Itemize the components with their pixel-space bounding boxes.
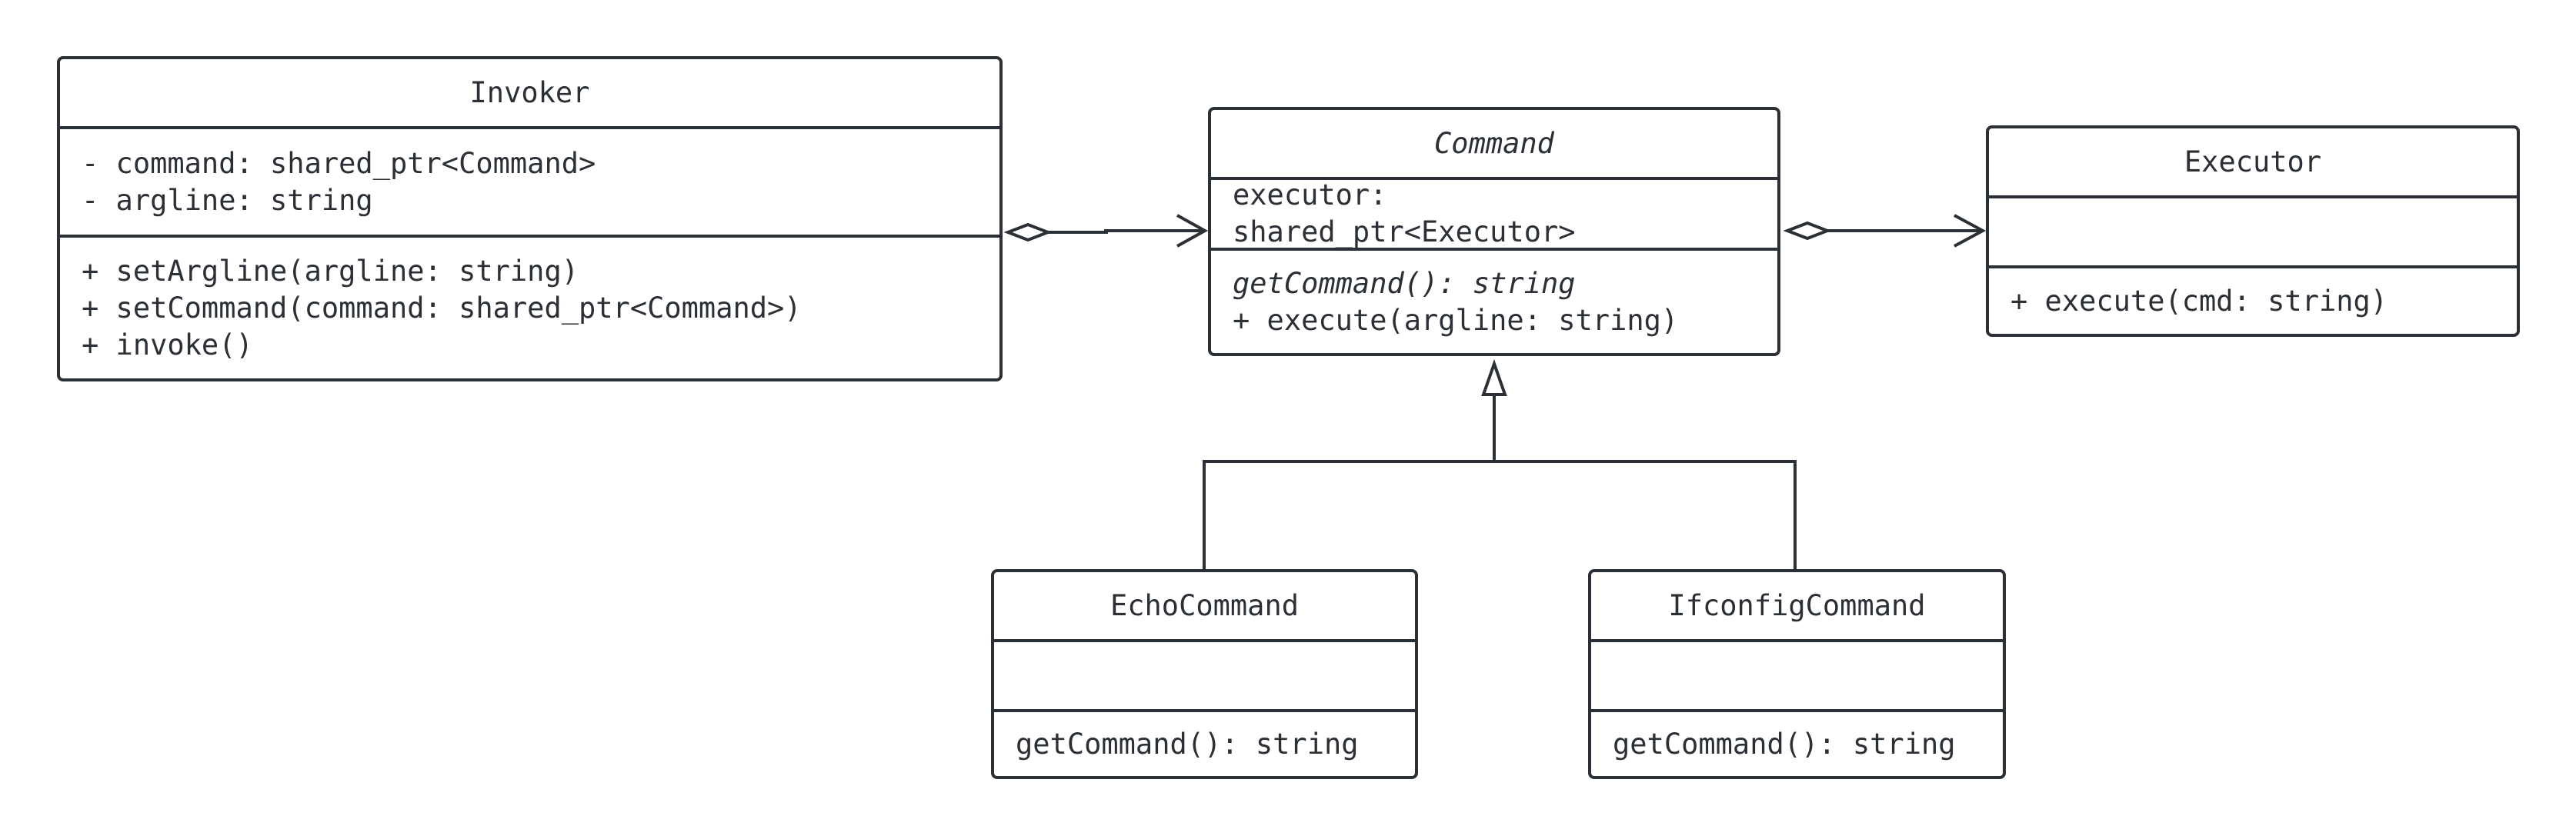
command-method-execute: + execute(argline: string) [1233, 303, 1679, 337]
class-echo-command-name: EchoCommand [994, 572, 1415, 642]
class-executor[interactable]: Executor + execute(cmd: string) [1986, 125, 2520, 337]
class-echo-command-methods: getCommand(): string [994, 712, 1415, 776]
ifconfig-command-method-get-command: getCommand(): string [1613, 727, 1956, 761]
aggregation-command-executor [1783, 214, 1987, 248]
class-invoker-attributes: - command: shared_ptr<Command> - argline… [60, 129, 999, 238]
invoker-attribute-argline: - argline: string [82, 183, 373, 217]
aggregation-invoker-command-diamond [1003, 222, 1053, 242]
class-executor-attributes [1989, 198, 2517, 268]
aggregation-command-executor-arrowhead [1954, 214, 1987, 248]
invoker-attribute-command: - command: shared_ptr<Command> [82, 146, 596, 180]
generalization-to-command [1203, 358, 1797, 570]
class-command-name: Command [1211, 110, 1777, 180]
class-command[interactable]: Command executor: shared_ptr<Executor> g… [1208, 107, 1780, 356]
class-command-attributes: executor: shared_ptr<Executor> [1211, 178, 1777, 251]
generalization-triangle-head [1481, 358, 1507, 396]
class-executor-methods: + execute(cmd: string) [1989, 268, 2517, 334]
aggregation-command-executor-diamond [1783, 221, 1832, 241]
aggregation-invoker-command [1003, 214, 1209, 248]
command-attribute-executor-type: shared_ptr<Executor> [1233, 215, 1576, 248]
class-invoker[interactable]: Invoker - command: shared_ptr<Command> -… [57, 56, 1003, 381]
class-invoker-name: Invoker [60, 59, 999, 129]
class-ifconfig-command-attributes [1591, 642, 2003, 712]
aggregation-invoker-command-line [1104, 229, 1205, 234]
class-ifconfig-command[interactable]: IfconfigCommand getCommand(): string [1588, 569, 2006, 779]
command-method-get-command: getCommand(): string [1233, 266, 1576, 300]
echo-command-method-get-command: getCommand(): string [1016, 727, 1359, 761]
aggregation-invoker-command-arrowhead [1176, 214, 1209, 248]
invoker-method-set-argline: + setArgline(argline: string) [82, 254, 579, 288]
invoker-method-set-command: + setCommand(command: shared_ptr<Command… [82, 291, 802, 325]
class-command-methods: getCommand(): string + execute(argline: … [1211, 251, 1777, 353]
invoker-method-invoke: + invoke() [82, 328, 253, 361]
class-executor-name: Executor [1989, 128, 2517, 198]
class-echo-command-attributes [994, 642, 1415, 712]
class-echo-command[interactable]: EchoCommand getCommand(): string [991, 569, 1418, 779]
generalization-branch [1203, 460, 1797, 570]
executor-method-execute: + execute(cmd: string) [2010, 284, 2388, 318]
class-ifconfig-command-name: IfconfigCommand [1591, 572, 2003, 642]
class-ifconfig-command-methods: getCommand(): string [1591, 712, 2003, 776]
class-invoker-methods: + setArgline(argline: string) + setComma… [60, 238, 999, 378]
command-attribute-executor-name: executor: [1233, 178, 1387, 211]
